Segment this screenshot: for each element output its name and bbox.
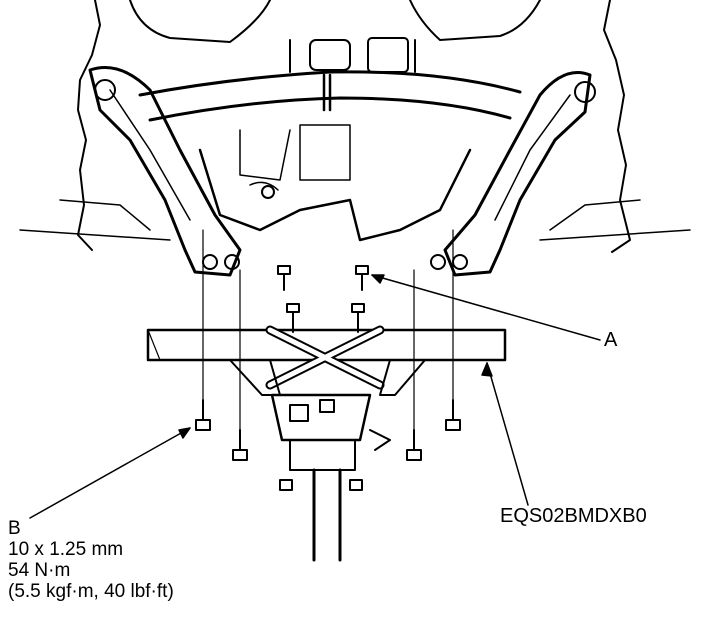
torque-alt: (5.5 kgf·m, 40 lbf·ft) [8,581,174,602]
leader-a [371,274,601,341]
leader-lines [29,274,601,519]
callout-a: A [604,329,618,351]
left-subframe-arm [88,66,242,277]
leader-tool [486,362,529,506]
callout-b: B [8,518,21,539]
torque-nm: 54 N·m [8,560,71,581]
vehicle-body [19,0,691,253]
bolt-lower-right [445,399,461,431]
bolt-b [195,399,211,431]
bolt-spec-block: B 10 x 1.25 mm 54 N·m (5.5 kgf·m, 40 lbf… [8,518,174,602]
right-subframe-arm [430,71,596,277]
crossmember [138,37,522,122]
bolt-lower-left-2 [232,429,248,461]
bolt-center-left [286,303,300,333]
jack-body [270,393,391,562]
lower-bolts [195,399,461,461]
upper-bolts [277,265,369,333]
leader-b [29,427,191,519]
bolt-center-right [351,303,365,333]
bolt-size: 10 x 1.25 mm [8,539,124,560]
tool-code-label: EQS02BMDXB0 [500,505,647,527]
alignment-lines [202,229,454,431]
jack-support-plate [146,325,507,396]
bolt-upper-left [277,265,291,291]
bolt-a [355,265,369,291]
subframe-center [198,124,472,242]
bolt-lower-right-2 [406,429,422,461]
